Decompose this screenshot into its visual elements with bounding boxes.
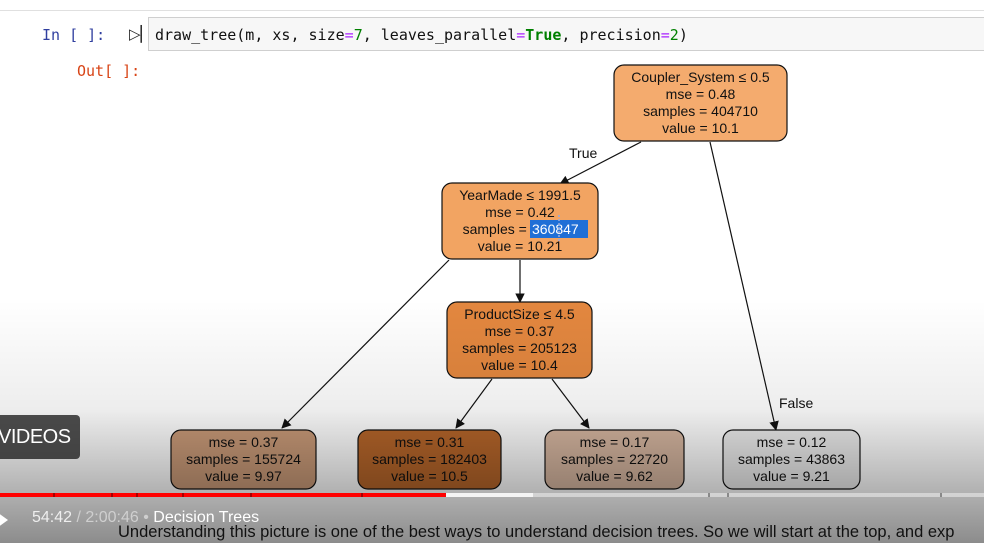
code-cell[interactable]: draw_tree(m, xs, size=7, leaves_parallel…	[148, 17, 984, 51]
chapter-marker	[182, 493, 184, 497]
node-line: mse = 0.12	[757, 434, 827, 450]
code-eq: =	[516, 26, 526, 44]
code-eq: =	[344, 26, 354, 44]
edge-product-leaf3	[551, 378, 590, 429]
node-line: value = 10.21	[478, 238, 563, 254]
run-cell-icon[interactable]: ▷▏	[129, 25, 153, 43]
code-func: draw_tree	[155, 26, 237, 44]
node-line: samples = 205123	[462, 340, 577, 356]
chapter-marker	[136, 493, 138, 497]
videos-button[interactable]: VIDEOS	[0, 415, 80, 459]
node-box	[357, 429, 502, 490]
chapter-dot: •	[138, 509, 154, 526]
chapter-marker	[111, 493, 113, 497]
node-line: value = 9.97	[205, 468, 282, 484]
node-line: value = 10.4	[481, 357, 558, 373]
edge-root-year	[559, 141, 642, 185]
chapter-marker	[250, 493, 252, 497]
code-args: (m, xs, size	[236, 26, 345, 44]
current-time: 54:42	[32, 509, 73, 526]
node-line: samples = 404710	[643, 103, 758, 119]
code-size-value: 7	[353, 26, 363, 44]
node-line: samples = 22720	[561, 451, 668, 467]
chapter-marker	[727, 493, 729, 497]
cell-top-border	[0, 10, 984, 11]
node-line: samples = 182403	[372, 451, 487, 467]
time-display: 54:42 / 2:00:46 • Decision Trees	[32, 509, 259, 527]
node-box	[544, 429, 685, 490]
node-line: value = 9.21	[753, 468, 830, 484]
code-line: draw_tree(m, xs, size=7, leaves_parallel…	[155, 26, 688, 44]
node-box	[613, 64, 788, 142]
chapter-marker	[53, 493, 55, 497]
node-line: YearMade ≤ 1991.5	[459, 187, 581, 203]
edge-product-leaf2	[455, 378, 493, 429]
node-line: value = 10.5	[391, 468, 468, 484]
progress-fill	[0, 493, 446, 497]
node-line: value = 10.1	[662, 120, 739, 136]
progress-bar[interactable]	[0, 493, 984, 497]
edge-label-false: False	[779, 395, 813, 411]
output-prompt: Out[ ]:	[77, 62, 141, 80]
chapter-marker	[940, 493, 942, 497]
chapter-marker	[361, 493, 363, 497]
chapter-title[interactable]: Decision Trees	[153, 509, 260, 526]
node-line: ProductSize ≤ 4.5	[464, 306, 575, 322]
node-line: samples = 43863	[738, 451, 845, 467]
edge-root-leaf4	[709, 141, 779, 431]
tree-edges	[281, 141, 779, 431]
node-line: mse = 0.42	[485, 204, 555, 220]
edge-year-leaf1	[281, 259, 450, 429]
node-line: mse = 0.48	[666, 86, 736, 102]
node-line: value = 9.62	[576, 468, 653, 484]
code-args: , leaves_parallel	[362, 26, 517, 44]
duration: 2:00:46	[85, 509, 139, 526]
code-eq: =	[660, 26, 670, 44]
play-pause-icon[interactable]	[0, 506, 12, 534]
code-close: )	[678, 26, 688, 44]
text-cursor-icon	[558, 215, 574, 241]
caption-text: Understanding this picture is one of the…	[118, 523, 955, 541]
input-prompt: In [ ]:	[42, 26, 106, 44]
code-true-keyword: True	[525, 26, 562, 44]
time-separator: /	[72, 509, 86, 526]
node-line: mse = 0.37	[485, 323, 555, 339]
node-box	[722, 429, 861, 490]
node-line: Coupler_System ≤ 0.5	[631, 69, 770, 85]
node-box	[170, 429, 317, 490]
node-line: mse = 0.31	[395, 434, 465, 450]
edge-label-true: True	[569, 145, 597, 161]
code-args: , precision	[561, 26, 661, 44]
code-precision-value: 2	[669, 26, 679, 44]
node-line: mse = 0.37	[209, 434, 279, 450]
node-line: mse = 0.17	[580, 434, 650, 450]
node-box	[446, 301, 593, 379]
node-line: samples = 155724	[186, 451, 301, 467]
chapter-marker	[708, 493, 710, 497]
